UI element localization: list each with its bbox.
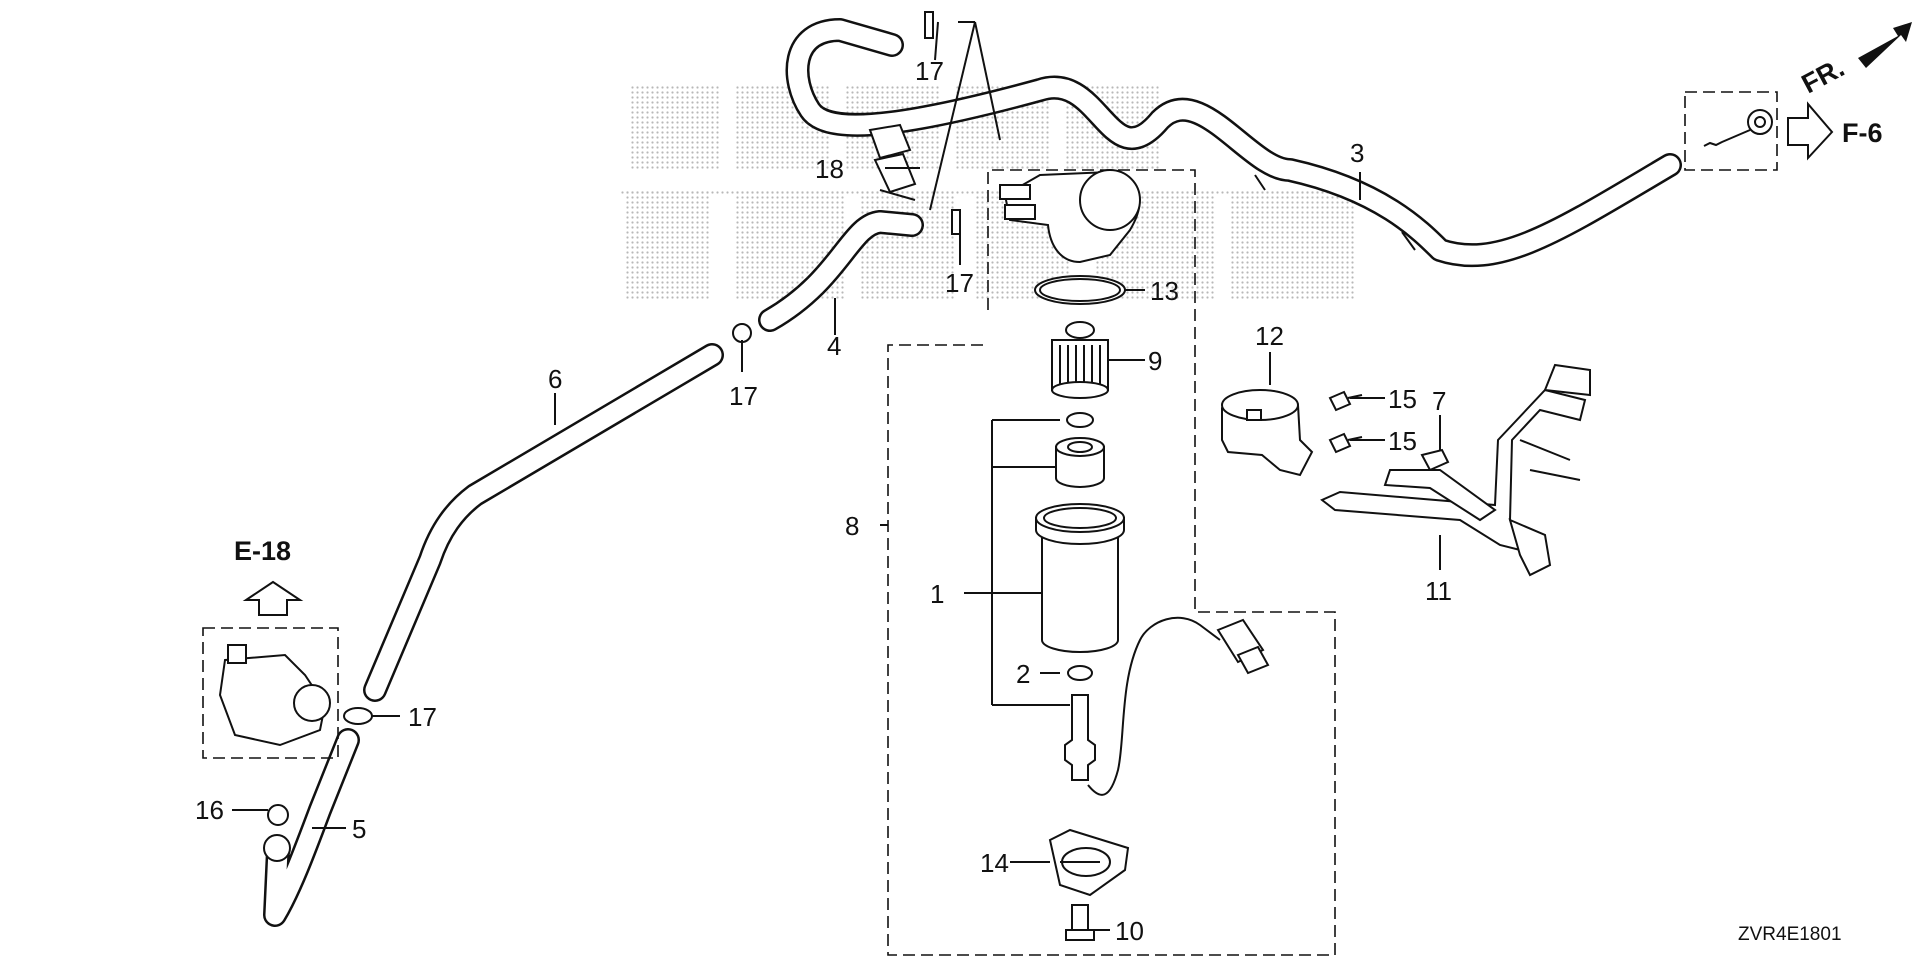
bracket-band-12 <box>1221 389 1314 477</box>
front-arrow-icon <box>1858 22 1912 68</box>
callout-15: 15 <box>1388 384 1417 414</box>
front-indicator: FR. <box>1797 22 1912 99</box>
callout-2: 2 <box>1016 659 1030 689</box>
figure-code: ZVR4E1801 <box>1738 924 1842 945</box>
clamp-17-upper <box>924 11 934 39</box>
o-ring-2 <box>1067 665 1093 681</box>
bolt-15-upper <box>1328 390 1363 412</box>
callout-10: 10 <box>1115 916 1144 946</box>
callout-12: 12 <box>1255 321 1284 351</box>
hose-3 <box>785 18 1682 268</box>
callout-1: 1 <box>930 579 944 609</box>
callout-8: 8 <box>845 511 859 541</box>
bracket-11 <box>1320 363 1591 577</box>
clip-7 <box>1420 448 1450 472</box>
callout-17: 17 <box>729 381 758 411</box>
callout-16: 16 <box>195 795 224 825</box>
callout-14: 14 <box>980 848 1009 878</box>
leader-lines <box>232 21 1441 931</box>
callout-13: 13 <box>1150 276 1179 306</box>
filter-element-9 <box>1051 321 1109 399</box>
callout-4: 4 <box>827 331 841 361</box>
clamp-17-mid <box>951 209 961 235</box>
reference-e18: E-18 <box>202 536 339 759</box>
callout-17: 17 <box>945 268 974 298</box>
callout-15: 15 <box>1388 426 1417 456</box>
clamp-17-left <box>732 323 752 343</box>
front-label: FR. <box>1797 52 1849 99</box>
callout-9: 9 <box>1148 346 1162 376</box>
bolt-15-lower <box>1328 432 1363 454</box>
callout-17: 17 <box>915 56 944 86</box>
callout-5: 5 <box>352 814 366 844</box>
clamp-17-lower <box>343 707 373 725</box>
reference-f6: F-6 <box>1684 91 1883 171</box>
callout-18: 18 <box>815 154 844 184</box>
callout-17: 17 <box>408 702 437 732</box>
callout-3: 3 <box>1350 138 1364 168</box>
reference-arrow-up-icon <box>242 580 304 616</box>
filter-head <box>999 169 1141 264</box>
filter-housing-1 <box>1035 503 1125 653</box>
clamp-16 <box>267 804 289 826</box>
callout-11: 11 <box>1425 576 1452 606</box>
reference-arrow-right-icon <box>1787 101 1834 161</box>
sensor <box>1064 616 1270 796</box>
callout-7: 7 <box>1432 386 1446 416</box>
bolt-10 <box>1065 904 1095 941</box>
spacer-ring <box>1055 437 1105 488</box>
assembly-outline <box>887 169 1336 956</box>
callout-6: 6 <box>548 364 562 394</box>
reference-f6-label: F-6 <box>1842 118 1883 148</box>
o-ring-13 <box>1034 275 1126 305</box>
clip-18 <box>868 123 917 201</box>
reference-e18-label: E-18 <box>234 536 291 566</box>
hose-6 <box>363 343 724 702</box>
callouts: 17 18 17 3 4 17 6 17 16 5 13 9 8 1 2 14 … <box>195 56 1452 946</box>
